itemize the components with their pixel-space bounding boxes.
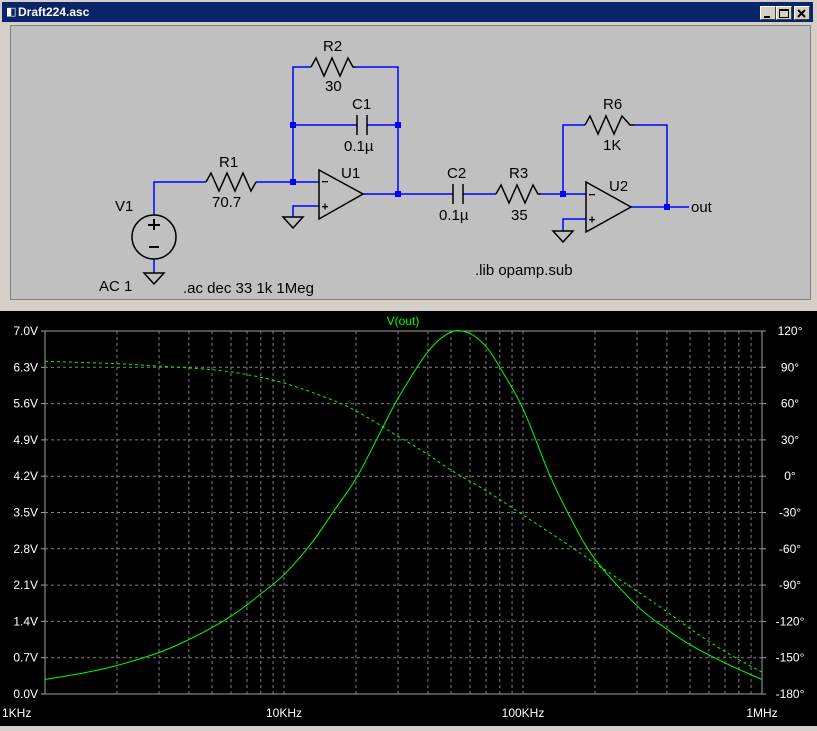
x-tick-label: 1MHz <box>746 706 777 720</box>
y-left-tick-label: 7.0V <box>13 324 38 338</box>
r1-value-label: 70.7 <box>212 194 241 211</box>
schematic-canvas[interactable]: V1 AC 1 R1 70.7 R2 30 C1 0.1µ U1 C2 0.1µ… <box>10 25 811 300</box>
y-right-tick-label: -60° <box>779 542 801 556</box>
r1-ref-label: R1 <box>219 154 238 171</box>
bode-plot[interactable]: 0.0V 0.7V 1.4V 2.1V 2.8V 3.5V 4.2V 4.9V 5.6V 6.3V… <box>0 309 817 726</box>
c1-ref-label: C1 <box>352 96 371 113</box>
y-right-tick-label: -150° <box>776 651 805 665</box>
y-left-tick-label: 4.2V <box>13 469 38 483</box>
title-bar[interactable]: ◧ Draft224.asc <box>2 2 813 22</box>
u1-ref-label: U1 <box>341 165 360 182</box>
trace-name-label[interactable]: V(out) <box>387 314 420 328</box>
waveform-viewer[interactable]: 0.0V 0.7V 1.4V 2.1V 2.8V 3.5V 4.2V 4.9V 5.6V 6.3V… <box>0 309 817 726</box>
y-right-tick-label: -90° <box>779 578 801 592</box>
y-right-tick-label: -30° <box>779 506 801 520</box>
r6-ref-label: R6 <box>603 96 622 113</box>
y-left-tick-label: 0.7V <box>13 651 38 665</box>
x-tick-label: 10KHz <box>266 706 302 720</box>
axis-ticks: 0.0V 0.7V 1.4V 2.1V 2.8V 3.5V 4.2V 4.9V 5.6V 6.3V… <box>2 324 805 720</box>
r2-ref-label: R2 <box>323 38 342 55</box>
y-right-tick-label: -120° <box>776 614 805 628</box>
close-icon <box>797 9 806 18</box>
lib-directive: .lib opamp.sub <box>475 262 573 279</box>
y-left-tick-label: 0.0V <box>13 687 38 701</box>
y-right-tick-label: 0° <box>784 469 796 483</box>
maximize-icon <box>779 9 789 18</box>
y-left-tick-label: 3.5V <box>13 506 38 520</box>
v1-value-label: AC 1 <box>99 278 132 295</box>
plot-grid <box>44 330 763 695</box>
y-left-tick-label: 5.6V <box>13 397 38 411</box>
y-right-tick-label: 30° <box>781 433 799 447</box>
document-icon: ◧ <box>6 5 17 18</box>
phase-trace <box>44 360 763 673</box>
x-tick-label: 1KHz <box>2 706 31 720</box>
c2-ref-label: C2 <box>447 165 466 182</box>
close-button[interactable] <box>794 6 810 20</box>
u2-ref-label: U2 <box>609 178 628 195</box>
maximize-button[interactable] <box>776 6 792 20</box>
plot-traces <box>44 330 763 680</box>
r2-value-label: 30 <box>325 78 342 95</box>
magnitude-trace <box>44 330 763 680</box>
r3-ref-label: R3 <box>509 165 528 182</box>
x-tick-label: 100KHz <box>502 706 545 720</box>
r6-value-label: 1K <box>603 137 621 154</box>
c1-value-label: 0.1µ <box>344 138 374 155</box>
y-left-tick-label: 2.1V <box>13 578 38 592</box>
out-net-label: out <box>691 199 713 216</box>
r3-value-label: 35 <box>511 207 528 224</box>
ac-directive: .ac dec 33 1k 1Meg <box>183 280 314 297</box>
y-right-tick-label: 120° <box>778 324 803 338</box>
y-left-tick-label: 4.9V <box>13 433 38 447</box>
y-right-tick-label: -180° <box>776 687 805 701</box>
minimize-icon <box>764 16 770 18</box>
v1-ref-label: V1 <box>115 198 133 215</box>
y-left-tick-label: 6.3V <box>13 360 38 374</box>
y-right-tick-label: 60° <box>781 397 799 411</box>
y-left-tick-label: 2.8V <box>13 542 38 556</box>
schematic-window: ◧ Draft224.asc <box>0 0 817 304</box>
c2-value-label: 0.1µ <box>439 207 469 224</box>
minimize-button[interactable] <box>760 6 776 20</box>
y-left-tick-label: 1.4V <box>13 614 38 628</box>
window-title: Draft224.asc <box>18 5 90 19</box>
y-right-tick-label: 90° <box>781 360 799 374</box>
